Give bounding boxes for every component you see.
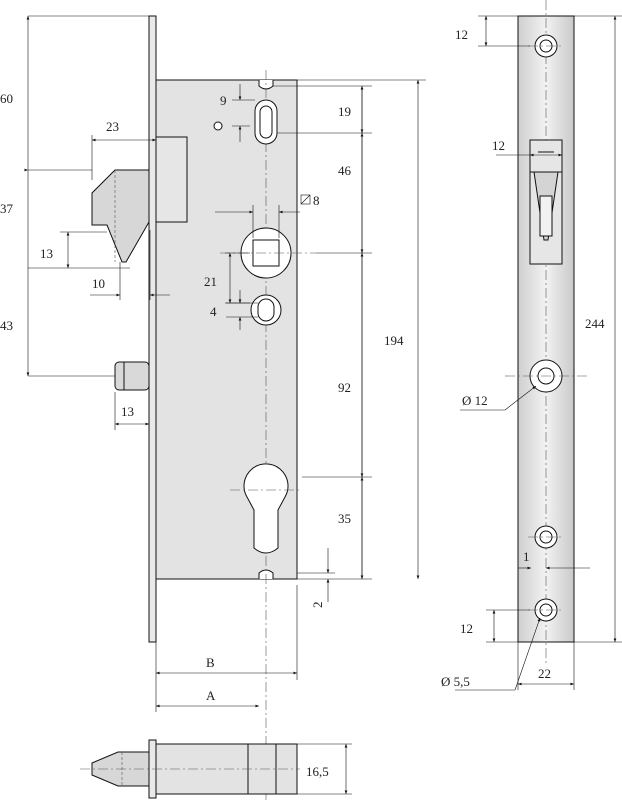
dim-12-bottom: 12 <box>460 621 473 636</box>
dim-37: 37 <box>0 201 14 216</box>
front-dimensions: 60 37 43 13 10 23 13 9 8 <box>0 15 426 712</box>
latch-bolt-stem <box>155 136 188 223</box>
dim-46: 46 <box>338 163 352 178</box>
dead-bolt <box>114 361 150 391</box>
dim-35: 35 <box>338 511 351 526</box>
dim-19: 19 <box>338 104 351 119</box>
dim-22: 22 <box>538 666 551 681</box>
dim-12-top: 12 <box>455 27 468 42</box>
dim-4: 4 <box>210 304 217 319</box>
dim-194: 194 <box>384 333 404 348</box>
dim-2: 2 <box>310 602 325 609</box>
dim-10: 10 <box>92 276 105 291</box>
dim-9: 9 <box>220 93 227 108</box>
dim-43: 43 <box>0 318 13 333</box>
dim-92: 92 <box>338 380 351 395</box>
faceplate-side <box>148 15 157 643</box>
dim-dia-12: Ø 12 <box>462 393 488 408</box>
dim-B: B <box>206 655 215 670</box>
dim-12-latch: 12 <box>492 138 505 153</box>
dim-244: 244 <box>585 316 605 331</box>
dim-A: A <box>206 688 216 703</box>
dim-13-bolt: 13 <box>121 404 134 419</box>
dim-60: 60 <box>0 91 13 106</box>
latch-bolt <box>91 169 150 263</box>
faceplate-view <box>505 0 590 665</box>
dim-23: 23 <box>106 119 119 134</box>
pin-hole <box>213 121 223 131</box>
dim-dia-5-5: Ø 5,5 <box>441 674 470 689</box>
dim-1: 1 <box>523 549 530 564</box>
lock-bottom-view: 16,5 <box>80 739 352 799</box>
dim-16-5: 16,5 <box>306 764 329 779</box>
lock-front-view <box>91 15 316 800</box>
faceplate-dimensions: 12 12 Ø 12 244 1 12 Ø 5,5 22 <box>441 15 622 691</box>
dim-21: 21 <box>204 274 217 289</box>
dim-8: 8 <box>313 193 320 208</box>
dim-13-latch: 13 <box>40 246 53 261</box>
